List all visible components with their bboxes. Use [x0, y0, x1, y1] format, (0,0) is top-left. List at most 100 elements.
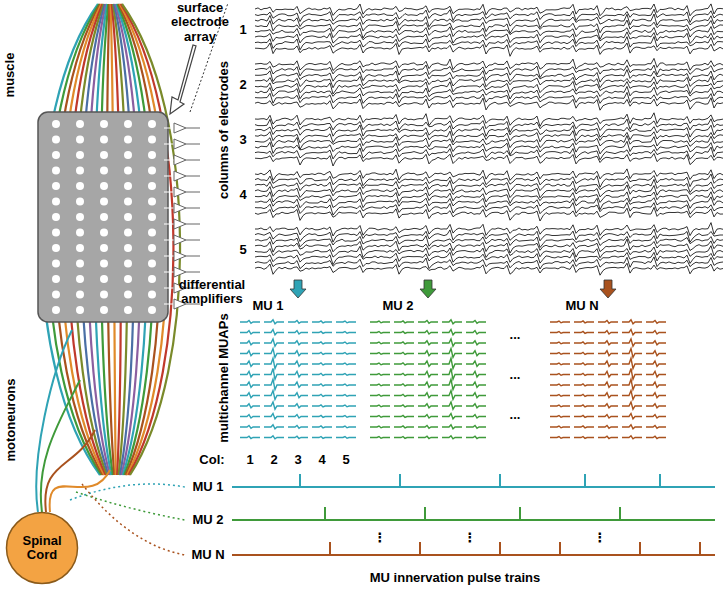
- muap-waveform: [442, 425, 462, 429]
- muap-waveform: [370, 436, 390, 438]
- electrode: [52, 198, 60, 206]
- pulse: [639, 542, 641, 555]
- muap-waveform: [622, 436, 642, 439]
- pulse: [699, 542, 701, 555]
- pulse: [499, 542, 501, 555]
- muap-waveform: [264, 358, 284, 368]
- axis-label: multichannel MUAPs: [217, 313, 231, 442]
- pulse: [424, 507, 426, 520]
- amp-wire: [164, 176, 174, 177]
- electrode: [148, 229, 156, 237]
- ellipsis: ⋮: [594, 531, 607, 545]
- muap-waveform: [622, 390, 642, 399]
- motoneuron-link: [82, 484, 185, 555]
- muap-waveform: [622, 320, 642, 324]
- amplifier: [174, 123, 186, 133]
- amplifier: [174, 139, 186, 149]
- amp-wire: [186, 272, 200, 273]
- muap-waveform: [312, 331, 332, 333]
- muap-waveform: [442, 390, 462, 399]
- electrode: [52, 213, 60, 221]
- electrode: [76, 120, 84, 128]
- muap-waveform: [394, 436, 414, 438]
- down-arrow: [420, 280, 436, 298]
- emg-trace: [255, 43, 723, 56]
- muap-waveform: [442, 339, 462, 346]
- muap-waveform: [646, 436, 666, 438]
- electrode: [76, 275, 84, 283]
- electrode: [124, 167, 132, 175]
- muap-waveform: [336, 415, 356, 417]
- electrode: [124, 136, 132, 144]
- muap-waveform: [288, 371, 308, 377]
- muap-waveform: [240, 351, 260, 356]
- column-number: 3: [294, 453, 301, 467]
- electrode: [100, 198, 108, 206]
- amp-wire: [186, 256, 200, 257]
- muap-waveform: [598, 320, 618, 323]
- electrode: [76, 198, 84, 206]
- muap-waveform: [442, 402, 462, 409]
- pulse: [584, 474, 586, 487]
- muap-waveform: [336, 426, 356, 428]
- column-number: 5: [342, 453, 349, 467]
- muap-waveform: [240, 393, 260, 398]
- amplifier: [174, 155, 186, 165]
- mu-label: MU 1: [252, 299, 283, 313]
- muap-waveform: [442, 358, 462, 368]
- muap-waveform: [550, 394, 570, 396]
- muap-waveform: [336, 342, 356, 344]
- amplifier: [174, 187, 186, 197]
- ellipsis: ...: [510, 368, 521, 382]
- muap-waveform: [418, 361, 438, 367]
- muap-waveform: [418, 404, 438, 408]
- muap-waveform: [418, 351, 438, 356]
- electrode: [100, 306, 108, 314]
- ellipsis: ⋮: [464, 531, 477, 545]
- muap-waveform: [646, 351, 666, 356]
- muap-waveform: [550, 331, 570, 333]
- muap-waveform: [622, 402, 642, 409]
- circle-shape: [6, 512, 77, 583]
- muap-waveform: [394, 415, 414, 417]
- muap-waveform: [264, 339, 284, 346]
- electrode: [148, 306, 156, 314]
- amplifier: [174, 251, 186, 261]
- muap-waveform: [466, 393, 486, 398]
- amp-wire: [186, 160, 200, 161]
- muap-waveform: [394, 363, 414, 365]
- electrode: [148, 260, 156, 268]
- muap-waveform: [574, 436, 594, 438]
- emg-trace: [255, 154, 723, 167]
- muap-waveform: [370, 405, 390, 407]
- muap-waveform: [288, 331, 308, 334]
- muap-waveform: [598, 404, 618, 408]
- electrode: [124, 229, 132, 237]
- muap-waveform: [550, 352, 570, 354]
- electrode: [100, 120, 108, 128]
- muap-waveform: [550, 373, 570, 375]
- pulse: [519, 507, 521, 520]
- muap-waveform: [264, 379, 284, 389]
- muap-waveform: [550, 415, 570, 417]
- mu-label: MU N: [191, 548, 224, 562]
- electrode: [100, 136, 108, 144]
- ellipsis: ...: [510, 408, 521, 422]
- row-number: 5: [239, 243, 246, 257]
- muap-waveform: [466, 425, 486, 428]
- electrode: [76, 136, 84, 144]
- muap-waveform: [336, 436, 356, 438]
- amp-wire: [186, 240, 200, 241]
- emg-trace: [255, 141, 723, 155]
- amp-wire: [186, 192, 200, 193]
- electrode: [52, 275, 60, 283]
- emg-trace: [255, 169, 723, 181]
- electrode: [100, 229, 108, 237]
- muap-waveform: [370, 394, 390, 396]
- electrode-array: [38, 112, 168, 322]
- emg-traces: [255, 4, 723, 275]
- electrode: [148, 291, 156, 299]
- amp-wire: [164, 144, 174, 145]
- muap-waveform: [598, 351, 618, 356]
